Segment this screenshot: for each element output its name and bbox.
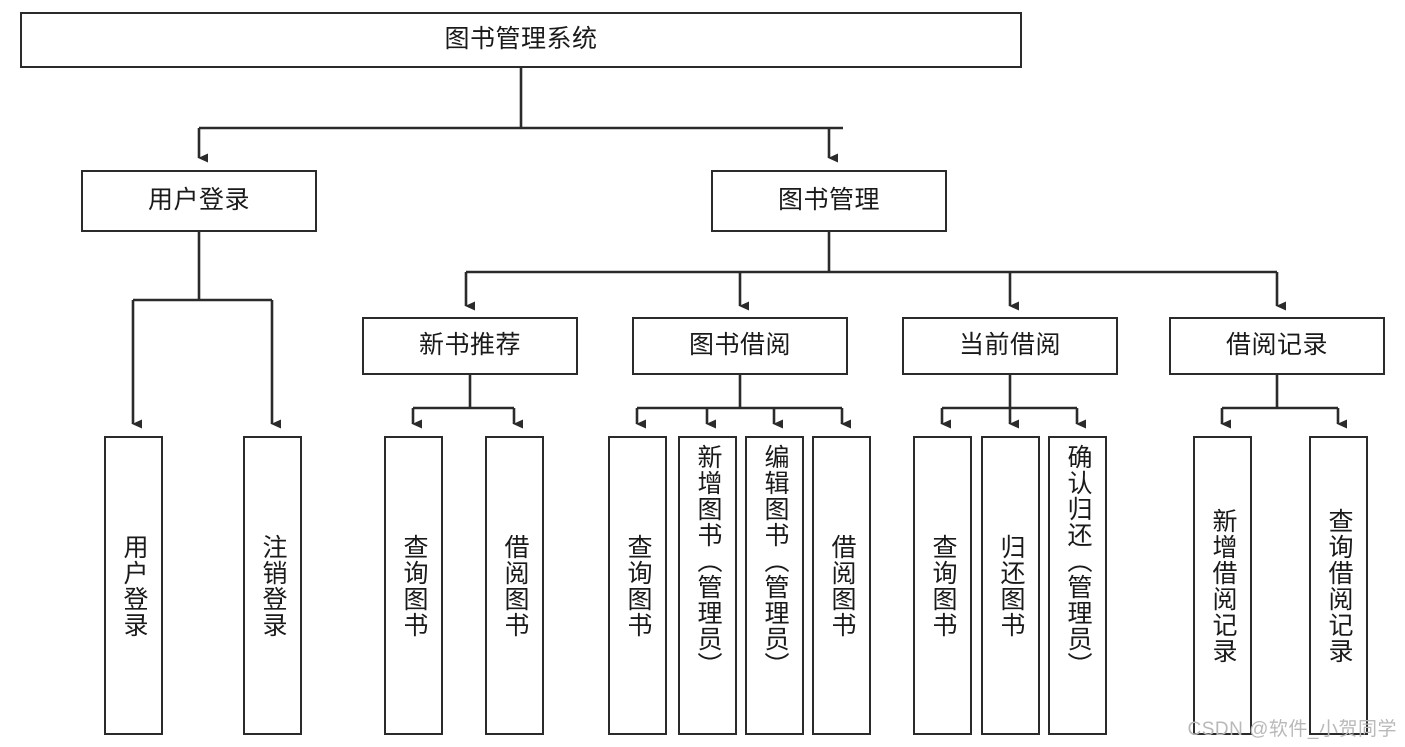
node-root-label: 图书管理系统 — [444, 25, 598, 54]
leaf-current-borrow-return-label: 归还图书 — [997, 533, 1025, 638]
node-book-borrow[interactable]: 图书借阅 — [632, 317, 848, 375]
leaf-current-borrow-confirm-label: 确认归还（管理员） — [1064, 444, 1092, 678]
leaf-borrow-records-add-label: 新增借阅记录 — [1209, 507, 1237, 664]
leaf-borrow-records-query[interactable]: 查询借阅记录 — [1309, 436, 1368, 735]
node-current-borrow[interactable]: 当前借阅 — [902, 317, 1118, 375]
node-new-book-recommend[interactable]: 新书推荐 — [362, 317, 578, 375]
node-book-management[interactable]: 图书管理 — [711, 170, 947, 232]
leaf-current-borrow-confirm[interactable]: 确认归还（管理员） — [1048, 436, 1107, 735]
leaf-book-borrow-borrow-label: 借阅图书 — [828, 533, 856, 638]
leaf-book-borrow-query-label: 查询图书 — [624, 533, 652, 638]
leaf-current-borrow-query[interactable]: 查询图书 — [913, 436, 972, 735]
leaf-new-book-query[interactable]: 查询图书 — [384, 436, 443, 735]
node-current-borrow-label: 当前借阅 — [958, 331, 1061, 360]
node-book-management-label: 图书管理 — [777, 186, 880, 215]
node-root[interactable]: 图书管理系统 — [20, 12, 1022, 68]
leaf-book-borrow-borrow[interactable]: 借阅图书 — [812, 436, 871, 735]
leaf-book-borrow-add[interactable]: 新增图书（管理员） — [678, 436, 737, 735]
watermark: CSDN @软件_小贺同学 — [1187, 719, 1397, 740]
leaf-current-borrow-return[interactable]: 归还图书 — [981, 436, 1040, 735]
leaf-new-book-query-label: 查询图书 — [400, 533, 428, 638]
leaf-book-borrow-query[interactable]: 查询图书 — [608, 436, 667, 735]
leaf-current-borrow-query-label: 查询图书 — [929, 533, 957, 638]
node-borrow-records[interactable]: 借阅记录 — [1169, 317, 1385, 375]
node-book-borrow-label: 图书借阅 — [688, 331, 791, 360]
leaf-new-book-borrow[interactable]: 借阅图书 — [485, 436, 544, 735]
leaf-book-borrow-edit-label: 编辑图书（管理员） — [761, 444, 789, 678]
node-user-login-label: 用户登录 — [147, 186, 250, 215]
leaf-borrow-records-add[interactable]: 新增借阅记录 — [1193, 436, 1252, 735]
node-new-book-recommend-label: 新书推荐 — [418, 331, 521, 360]
leaf-new-book-borrow-label: 借阅图书 — [501, 533, 529, 638]
leaf-user-login-logout-label: 注销登录 — [259, 533, 287, 638]
leaf-book-borrow-edit[interactable]: 编辑图书（管理员） — [745, 436, 804, 735]
leaf-book-borrow-add-label: 新增图书（管理员） — [694, 444, 722, 678]
node-user-login[interactable]: 用户登录 — [81, 170, 317, 232]
leaf-user-login-login[interactable]: 用户登录 — [104, 436, 163, 735]
leaf-user-login-login-label: 用户登录 — [120, 533, 148, 638]
node-borrow-records-label: 借阅记录 — [1225, 331, 1328, 360]
leaf-borrow-records-query-label: 查询借阅记录 — [1325, 507, 1353, 664]
connectors — [131, 68, 1347, 429]
leaf-user-login-logout[interactable]: 注销登录 — [243, 436, 302, 735]
